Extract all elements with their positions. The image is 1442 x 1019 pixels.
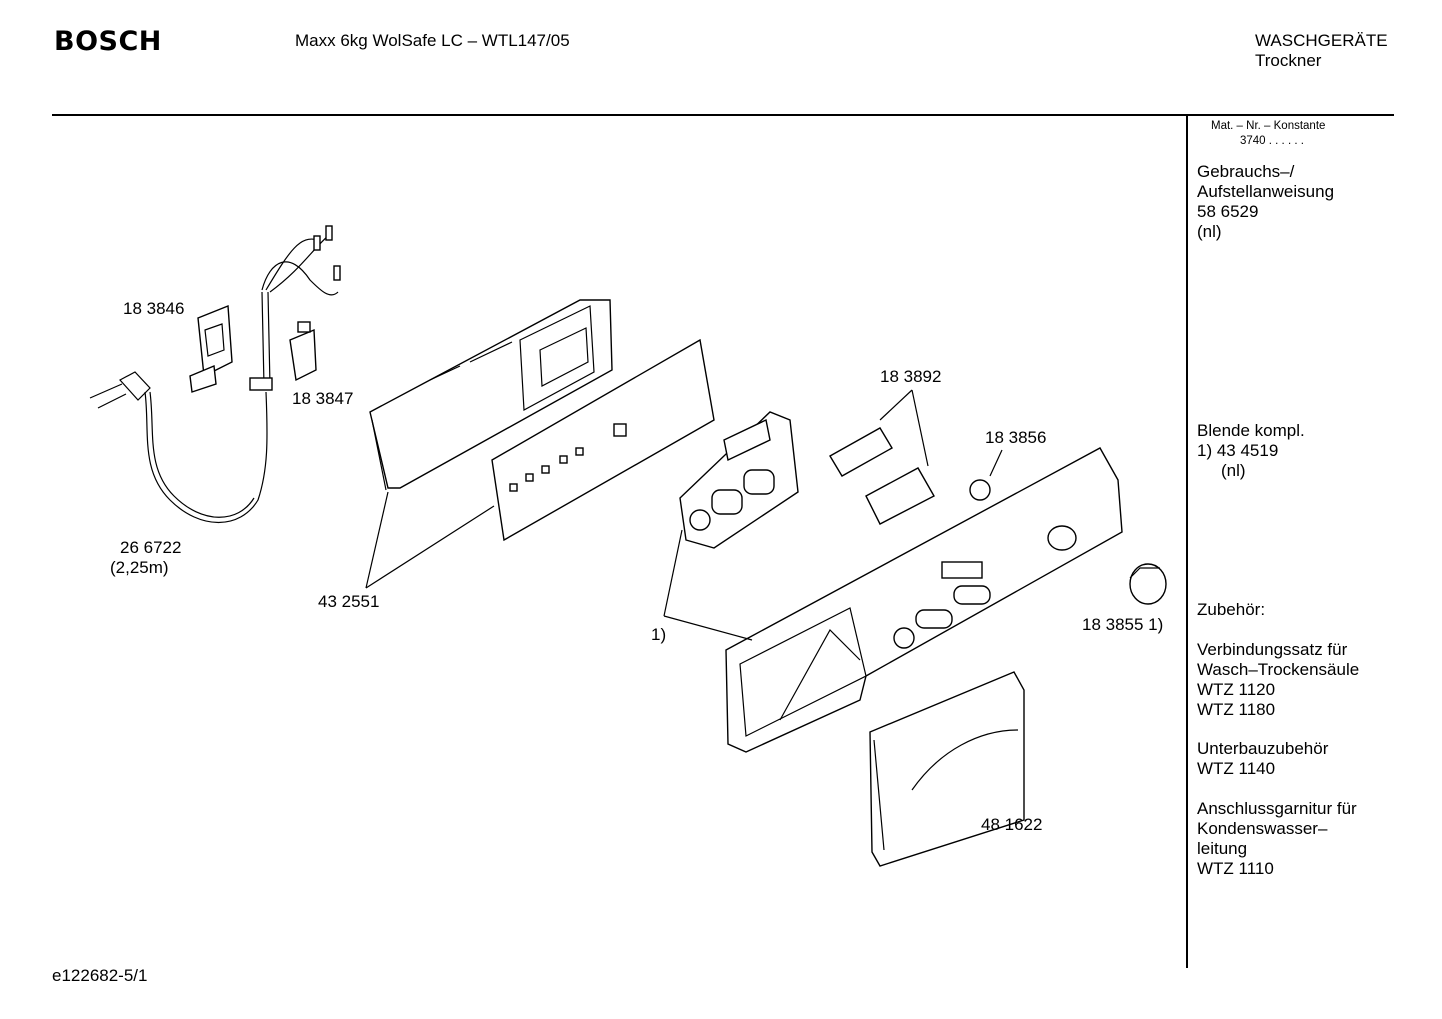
accessories-group-2: Unterbauzubehör WTZ 1140 [1197, 739, 1328, 779]
mat-nr-label: Mat. – Nr. – Konstante [1211, 120, 1326, 132]
accessory-line: Wasch–Trockensäule [1197, 660, 1360, 679]
mat-nr-value: 3740 . . . . . . [1240, 135, 1304, 147]
sidebar-divider [1186, 116, 1188, 968]
manual-line: Gebrauchs–/ [1197, 162, 1295, 181]
front-panel-drawing [725, 447, 1123, 753]
part-label-481622: 48 1622 [981, 815, 1043, 834]
accessories-title: Zubehör: [1197, 600, 1266, 619]
button-holder-drawing [679, 411, 799, 549]
accessories-group-3: Anschlussgarnitur für Kondenswasser– lei… [1197, 799, 1357, 879]
manual-line: (nl) [1197, 222, 1222, 241]
panel-line: 1) 43 4519 [1197, 441, 1279, 460]
accessory-line: WTZ 1120 [1197, 680, 1276, 699]
header-divider [52, 114, 1394, 116]
leader-lines [365, 389, 1003, 641]
accessory-line: Anschlussgarnitur für [1197, 799, 1357, 818]
connector-parts-drawing [189, 304, 317, 393]
accessory-line: Kondenswasser– [1197, 819, 1328, 838]
category-label: WASCHGERÄTE Trockner [1255, 31, 1388, 71]
accessories-group-1: Verbindungssatz für Wasch–Trockensäule W… [1197, 640, 1359, 720]
manual-line: 58 6529 [1197, 202, 1259, 221]
accessory-line: WTZ 1180 [1197, 700, 1276, 719]
model-title: Maxx 6kg WolSafe LC – WTL147/05 [295, 31, 570, 50]
document-code: e122682-5/1 [52, 966, 148, 985]
part-label-432551: 43 2551 [318, 592, 380, 611]
part-label-183846: 18 3846 [123, 299, 185, 318]
category-line-1: WASCHGERÄTE [1255, 31, 1388, 50]
switch-parts-drawing [829, 427, 991, 525]
circuit-board-drawing [491, 338, 715, 542]
part-label-183847: 18 3847 [292, 389, 354, 408]
part-label-1: 1) [651, 625, 667, 644]
category-line-2: Trockner [1255, 51, 1322, 70]
part-label-266722: 26 6722 [120, 538, 182, 557]
accessory-line: Unterbauzubehör [1197, 739, 1329, 758]
cover-drawing [869, 671, 1025, 867]
accessory-line: leitung [1197, 839, 1248, 858]
panel-block: Blende kompl. 1) 43 4519 (nl) [1197, 421, 1305, 481]
accessory-line: WTZ 1110 [1197, 859, 1274, 878]
power-cord-drawing [89, 225, 341, 523]
panel-carrier-drawing [369, 299, 613, 491]
accessory-line: WTZ 1140 [1197, 759, 1276, 778]
brand-logo: BOSCH [54, 26, 162, 57]
part-label-183892: 18 3892 [880, 367, 942, 386]
knob-drawing [1129, 563, 1167, 605]
manual-block: Gebrauchs–/ Aufstellanweisung 58 6529 (n… [1197, 162, 1334, 242]
part-label-183856: 18 3856 [985, 428, 1047, 447]
panel-line: Blende kompl. [1197, 421, 1305, 440]
manual-line: Aufstellanweisung [1197, 182, 1335, 201]
accessory-line: Verbindungssatz für [1197, 640, 1348, 659]
part-label-183855: 18 3855 1) [1082, 615, 1164, 634]
part-label-266722-length: (2,25m) [110, 558, 169, 577]
panel-line: (nl) [1221, 461, 1246, 480]
